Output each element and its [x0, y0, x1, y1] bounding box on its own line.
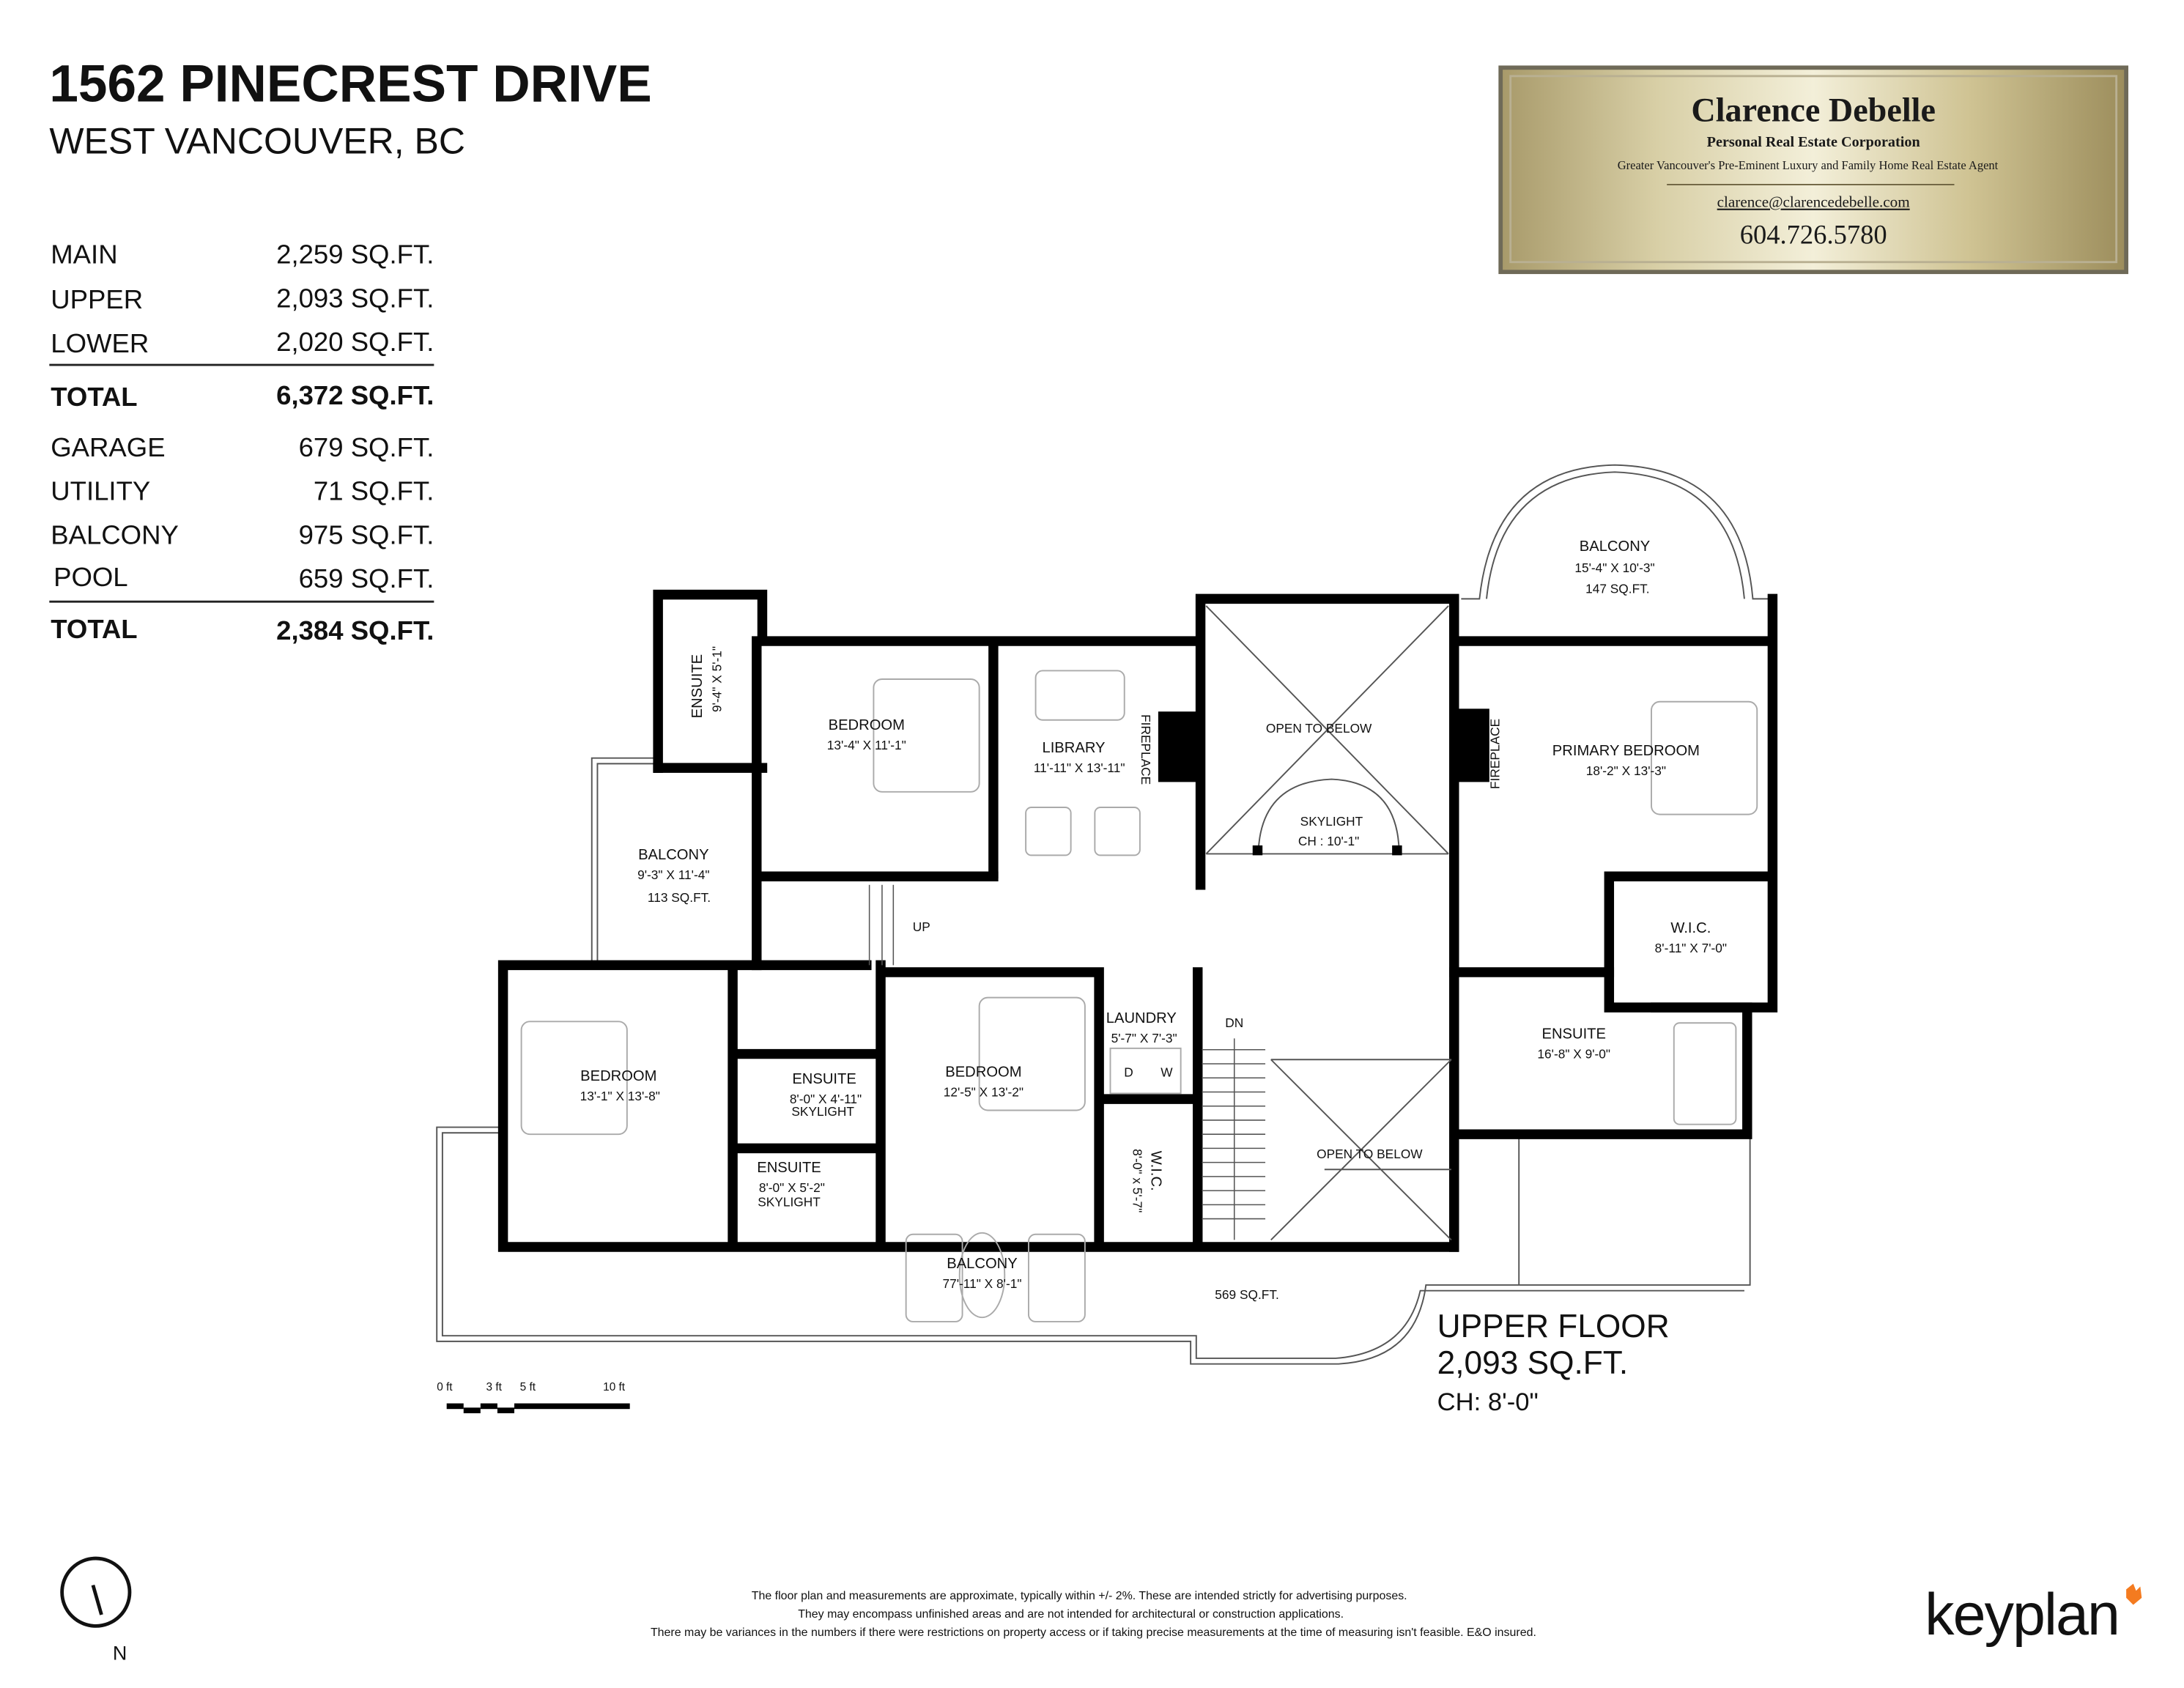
scale-tick: 0 ft [437, 1381, 453, 1393]
floor-name: UPPER FLOOR [1437, 1308, 1670, 1344]
fireplace-label: FIREPLACE [1487, 719, 1502, 789]
room-name: OPEN TO BELOW [1317, 1147, 1423, 1161]
agent-phone: 604.726.5780 [1740, 220, 1887, 250]
area-label: BALCONY [51, 519, 179, 549]
floor-plan: ENSUITE 9'-4" X 5'-1" BEDROOM 13'-4" X 1… [436, 464, 1778, 1365]
area-value: 659 SQ.FT. [299, 563, 434, 593]
room-area: 113 SQ.FT. [648, 890, 711, 905]
total-value: 6,372 SQ.FT. [276, 380, 434, 410]
room-name: BEDROOM [829, 717, 905, 733]
room-dims: 8'-11" X 7'-0" [1655, 941, 1727, 955]
room-name: OPEN TO BELOW [1266, 721, 1372, 736]
open-to-below-1 [1205, 605, 1449, 855]
brand-name: keyplan [1925, 1582, 2119, 1648]
open-to-below-2 [1270, 1059, 1452, 1241]
disclaimer-line: The floor plan and measurements are appr… [752, 1590, 1407, 1602]
room-name: PRIMARY BEDROOM [1552, 743, 1700, 759]
disclaimer-line: There may be variances in the numbers if… [651, 1626, 1536, 1639]
room-name: W.I.C. [1147, 1151, 1163, 1191]
dn-label: DN [1225, 1015, 1243, 1030]
area-label: POOL [53, 562, 128, 592]
property-subtitle: WEST VANCOUVER, BC [49, 121, 465, 162]
area-label: UPPER [51, 284, 143, 314]
area-label: MAIN [51, 240, 117, 270]
compass-label: N [113, 1643, 127, 1665]
agent-tagline: Greater Vancouver's Pre-Eminent Luxury a… [1618, 158, 1999, 172]
room-name: BEDROOM [945, 1064, 1021, 1080]
room-dims: 9'-4" X 5'-1" [710, 646, 725, 712]
area-table: MAIN 2,259 SQ.FT. UPPER 2,093 SQ.FT. LOW… [49, 240, 434, 645]
area-value: 2,020 SQ.FT. [276, 327, 434, 357]
room-name: SKYLIGHT [1300, 814, 1363, 829]
scale-bar: 0 ft 3 ft 5 ft 10 ft [437, 1381, 630, 1413]
area-label: GARAGE [51, 432, 165, 462]
property-title: 1562 PINECREST DRIVE [49, 55, 651, 113]
room-name: BALCONY [1580, 538, 1651, 555]
room-dims: 16'-8" X 9'-0" [1537, 1046, 1610, 1061]
area-label: UTILITY [51, 476, 150, 506]
keyplan-logo: keyplan [1925, 1582, 2142, 1648]
scale-tick: 10 ft [603, 1381, 626, 1393]
area-value: 2,093 SQ.FT. [276, 283, 434, 313]
room-dims: 8'-0" X 5'-2" [759, 1180, 825, 1195]
scale-tick: 3 ft [486, 1381, 503, 1393]
room-dims: 11'-11" X 13'-11" [1034, 760, 1125, 775]
dryer-label: D [1124, 1065, 1133, 1079]
stairs [868, 884, 1266, 1240]
area-value: 71 SQ.FT. [314, 476, 434, 506]
room-name: ENSUITE [689, 654, 706, 719]
area-label: LOWER [51, 328, 149, 358]
room-dims: 8'-0" X 4'-11" [790, 1092, 862, 1106]
room-name: BALCONY [638, 847, 709, 863]
agent-name: Clarence Debelle [1691, 91, 1936, 128]
room-dims: 18'-2" X 13'-3" [1586, 763, 1666, 778]
room-note: SKYLIGHT [758, 1194, 821, 1209]
agent-corp: Personal Real Estate Corporation [1707, 134, 1920, 150]
total-label: TOTAL [51, 382, 137, 412]
disclaimer-line: They may encompass unfinished areas and … [798, 1608, 1344, 1621]
room-dims: 15'-4" X 10'-3" [1574, 560, 1654, 575]
room-dims: CH : 10'-1" [1298, 834, 1359, 848]
up-label: UP [913, 919, 930, 934]
ceiling-height: CH: 8'-0" [1437, 1388, 1539, 1416]
room-dims: 9'-3" X 11'-4" [637, 867, 709, 882]
area-value: 679 SQ.FT. [299, 432, 434, 462]
room-area: 569 SQ.FT. [1215, 1287, 1278, 1302]
room-name: ENSUITE [792, 1071, 856, 1087]
furniture [520, 670, 1758, 1322]
fox-icon [2126, 1583, 2142, 1605]
north-compass: N [60, 1556, 132, 1665]
room-name: LAUNDRY [1106, 1010, 1177, 1026]
room-name: BALCONY [947, 1256, 1018, 1272]
total-value: 2,384 SQ.FT. [276, 615, 434, 645]
total-label: TOTAL [51, 614, 137, 644]
room-dims: 13'-4" X 11'-1" [827, 738, 906, 752]
agent-plaque: Clarence Debelle Personal Real Estate Co… [1498, 65, 2129, 275]
floor-area: 2,093 SQ.FT. [1437, 1345, 1629, 1381]
area-value: 975 SQ.FT. [299, 519, 434, 549]
room-dims: 5'-7" X 7'-3" [1111, 1031, 1177, 1045]
floor-summary: UPPER FLOOR 2,093 SQ.FT. CH: 8'-0" [1437, 1308, 1670, 1416]
room-note: SKYLIGHT [791, 1104, 854, 1119]
balcony-arc [1461, 464, 1773, 600]
room-dims: 77'-11" X 8'-1" [942, 1276, 1021, 1291]
washer-label: W [1161, 1065, 1173, 1079]
room-dims: 8'-0" x 5'-7" [1130, 1149, 1144, 1213]
room-name: ENSUITE [1541, 1026, 1606, 1042]
room-name: BEDROOM [580, 1068, 656, 1084]
fireplace-label: FIREPLACE [1139, 714, 1153, 785]
room-dims: 13'-1" X 13'-8" [580, 1089, 660, 1103]
agent-email[interactable]: clarence@clarencedebelle.com [1717, 193, 1911, 211]
room-name: W.I.C. [1670, 920, 1711, 936]
area-value: 2,259 SQ.FT. [276, 240, 434, 270]
scale-tick: 5 ft [520, 1381, 536, 1393]
room-dims: 12'-5" X 13'-2" [944, 1084, 1023, 1099]
room-area: 147 SQ.FT. [1585, 582, 1649, 596]
room-name: ENSUITE [757, 1160, 821, 1176]
disclaimer: The floor plan and measurements are appr… [651, 1590, 1536, 1639]
terrace-outline [436, 1126, 1751, 1365]
room-name: LIBRARY [1042, 740, 1106, 756]
